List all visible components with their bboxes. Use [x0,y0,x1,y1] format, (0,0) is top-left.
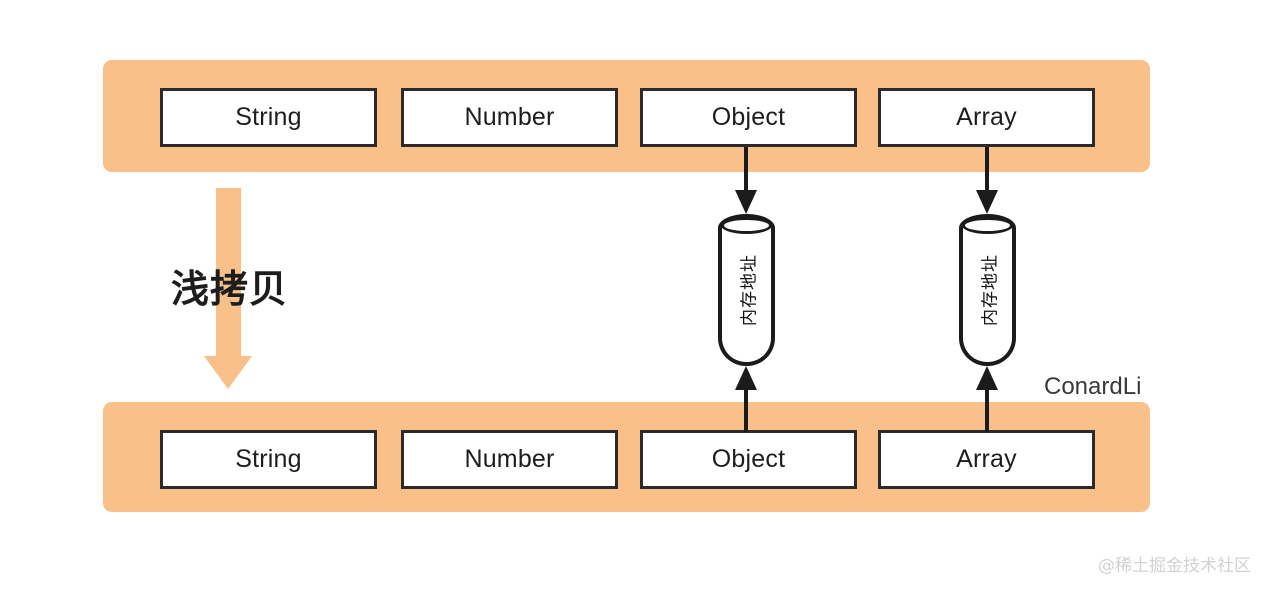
shallow-copy-label: 浅拷贝 [171,267,289,311]
arrowhead-up-array [976,366,998,390]
copy-box-object-label: Object [711,445,786,473]
copy-box-string: String [160,430,377,489]
connector-line-array-top [985,147,989,194]
copy-box-number-label: Number [464,445,555,473]
copy-box-object: Object [640,430,857,489]
source-box-object: Object [640,88,857,147]
author-watermark: ConardLi [1044,373,1142,400]
memory-address-cylinder-array: 内存地址 [959,214,1016,366]
copy-box-string-label: String [235,445,302,473]
connector-line-object-top [744,147,748,194]
source-box-string: String [160,88,377,147]
memory-address-label-array: 内存地址 [980,254,1000,326]
source-box-object-label: Object [711,103,786,131]
source-box-array-label: Array [956,103,1017,131]
source-box-number: Number [401,88,618,147]
copy-box-array: Array [878,430,1095,489]
memory-address-cylinder-object: 内存地址 [718,214,775,366]
arrowhead-down-array [976,190,998,214]
site-watermark: @稀土掘金技术社区 [1098,556,1251,576]
arrowhead-down-object [735,190,757,214]
copy-box-array-label: Array [956,445,1017,473]
arrowhead-up-object [735,366,757,390]
shallow-copy-arrowhead-icon [204,356,252,389]
shallow-copy-arrow-shaft [216,188,241,356]
memory-address-label-object: 内存地址 [739,254,759,326]
source-box-string-label: String [235,103,302,131]
cylinder-top-ellipse [721,217,772,234]
source-box-number-label: Number [464,103,555,131]
copy-box-number: Number [401,430,618,489]
connector-line-array-bottom [985,390,989,432]
cylinder-top-ellipse [962,217,1013,234]
source-box-array: Array [878,88,1095,147]
cylinder-body [718,214,775,366]
cylinder-body [959,214,1016,366]
connector-line-object-bottom [744,390,748,432]
source-object-bar: String Number Object Array [103,60,1150,172]
copied-object-bar: String Number Object Array [103,402,1150,512]
